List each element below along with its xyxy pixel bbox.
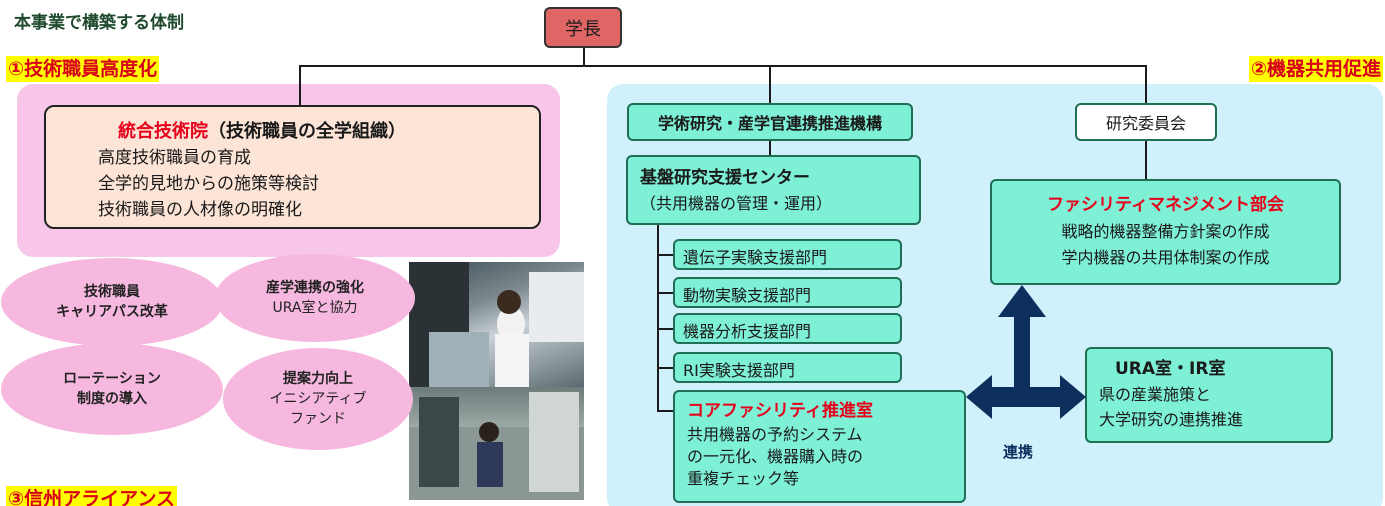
core-facility-title: コアファシリティ推進室	[687, 401, 873, 421]
connector-line	[769, 141, 771, 155]
connector-line	[657, 367, 673, 369]
lab-photo-bottom	[409, 387, 584, 500]
support-center-title: 基盤研究支援センター	[640, 168, 810, 188]
connector-line	[657, 328, 673, 330]
section3-label: ③信州アライアンス	[6, 486, 177, 506]
integrated-line-3: 技術職員の人材像の明確化	[98, 200, 302, 220]
lab-photo-top-illustration	[409, 262, 584, 387]
integrated-tech-box: 統合技術院（技術職員の全学組織） 高度技術職員の育成 全学的見地からの施策等検討…	[44, 105, 541, 229]
proposal-ellipse: 提案力向上 イニシアティブ ファンド	[223, 348, 413, 450]
career-line-1: 技術職員	[84, 284, 140, 300]
career-line-2: キャリアパス改革	[56, 304, 168, 320]
career-path-ellipse: 技術職員 キャリアパス改革	[1, 258, 223, 346]
support-center-sub: （共用機器の管理・運用）	[640, 194, 833, 213]
connector-line	[299, 65, 301, 105]
link-label: 連携	[1003, 443, 1034, 461]
industry-collab-ellipse: 産学連携の強化 URA室と協力	[215, 254, 415, 342]
connector-line	[769, 65, 771, 103]
connector-line	[1145, 141, 1147, 179]
page-title: 本事業で構築する体制	[14, 13, 184, 33]
integrated-tech-desc: （技術職員の全学組織）	[208, 121, 406, 142]
ura-ir-title: URA室・IR室	[1115, 359, 1226, 379]
up-arrow-icon	[998, 285, 1046, 403]
connector-line	[299, 65, 1146, 67]
integrated-line-2: 全学的見地からの施策等検討	[98, 174, 319, 194]
facility-management-title: ファシリティマネジメント部会	[1047, 195, 1284, 215]
rotation-line-1: ローテーション	[63, 371, 161, 387]
president-box: 学長	[544, 7, 622, 48]
dept-animal-box: 動物実験支援部門	[673, 277, 902, 308]
core-facility-line-1: 共用機器の予約システム	[687, 425, 863, 444]
ura-ir-line-1: 県の産業施策と	[1099, 385, 1212, 404]
dept-analysis-label: 機器分析支援部門	[683, 322, 812, 341]
facility-management-line-2: 学内機器の共用体制案の作成	[1061, 248, 1270, 267]
proposal-line-1: イニシアティブ	[269, 391, 367, 407]
industry-title: 産学連携の強化	[266, 280, 364, 296]
core-facility-line-2: の一元化、機器購入時の	[687, 447, 864, 466]
support-center-box: 基盤研究支援センター （共用機器の管理・運用）	[626, 155, 921, 225]
connector-line	[657, 410, 673, 412]
link-arrows	[966, 285, 1086, 419]
committee-box: 研究委員会	[1075, 103, 1217, 141]
ura-ir-line-2: 大学研究の連携推進	[1099, 410, 1244, 429]
core-facility-line-3: 重複チェック等	[687, 469, 800, 488]
connector-line	[583, 48, 585, 66]
dept-animal-label: 動物実験支援部門	[683, 286, 812, 305]
integrated-tech-name: 統合技術院	[118, 121, 208, 142]
connector-line	[657, 292, 673, 294]
committee-label: 研究委員会	[1105, 114, 1186, 133]
rotation-ellipse: ローテーション 制度の導入	[1, 343, 223, 435]
lab-photo-bottom-illustration	[409, 392, 584, 500]
lab-photo-top	[409, 262, 584, 387]
ura-ir-box: URA室・IR室 県の産業施策と 大学研究の連携推進	[1085, 347, 1333, 443]
section1-label: ①技術職員高度化	[6, 56, 160, 82]
research-org-label: 学術研究・産学官連携推進機構	[657, 114, 882, 133]
president-label: 学長	[565, 18, 601, 40]
dept-ri-box: RI実験支援部門	[673, 352, 902, 383]
integrated-line-1: 高度技術職員の育成	[98, 148, 251, 168]
section2-label: ②機器共用促進	[1248, 56, 1383, 82]
facility-management-line-1: 戦略的機器整備方針案の作成	[1061, 222, 1270, 241]
integrated-tech-title: 統合技術院（技術職員の全学組織）	[118, 119, 539, 145]
connector-line	[1145, 65, 1147, 103]
research-org-box: 学術研究・産学官連携推進機構	[627, 103, 913, 141]
facility-management-box: ファシリティマネジメント部会 戦略的機器整備方針案の作成 学内機器の共用体制案の…	[990, 179, 1341, 285]
dept-analysis-box: 機器分析支援部門	[673, 313, 902, 344]
dept-gene-label: 遺伝子実験支援部門	[683, 248, 828, 267]
dept-ri-label: RI実験支援部門	[683, 361, 795, 380]
proposal-title: 提案力向上	[283, 371, 353, 387]
core-facility-box: コアファシリティ推進室 共用機器の予約システム の一元化、機器購入時の 重複チェ…	[673, 390, 966, 503]
connector-line	[657, 254, 673, 256]
rotation-line-2: 制度の導入	[77, 391, 147, 407]
industry-sub: URA室と協力	[272, 300, 358, 316]
connector-line	[657, 225, 659, 412]
double-arrow-icon	[966, 375, 1086, 419]
proposal-line-2: ファンド	[290, 411, 346, 427]
dept-gene-box: 遺伝子実験支援部門	[673, 239, 902, 270]
